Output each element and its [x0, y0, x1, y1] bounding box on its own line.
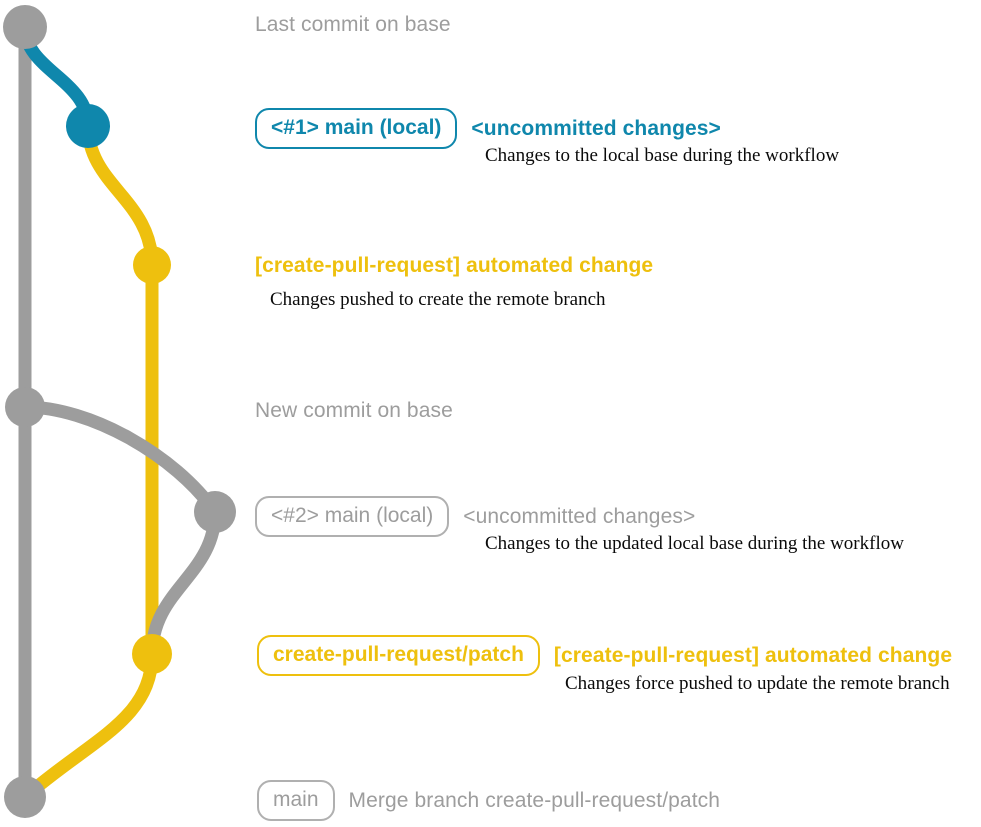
commit-node-patch-commit-2[interactable] — [132, 634, 172, 674]
commit-node-local-commit-1[interactable] — [66, 104, 110, 148]
commit-node-local-commit-2[interactable] — [194, 491, 236, 533]
commit-title-local-commit-1: <uncommitted changes> — [471, 116, 721, 140]
commit-node-patch-commit-1[interactable] — [133, 246, 171, 284]
entry-merge-commit: main Merge branch create-pull-request/pa… — [257, 780, 720, 821]
branch-pill-local-commit-2[interactable]: <#2> main (local) — [255, 496, 450, 537]
commit-node-base-head[interactable] — [3, 5, 47, 49]
commit-title-automated-change-2: [create-pull-request] automated change — [553, 643, 953, 667]
branch-line-base-to-local2 — [18, 400, 222, 519]
heading-last-commit-on-base: Last commit on base — [255, 13, 451, 36]
commit-node-base-new-commit[interactable] — [5, 387, 45, 427]
commit-title-merge-commit: Merge branch create-pull-request/patch — [348, 788, 721, 812]
commit-description-local-commit-1: Changes to the local base during the wor… — [485, 145, 840, 166]
commit-description-local-commit-2: Changes to the updated local base during… — [485, 533, 904, 554]
branch-pill-local-commit-1[interactable]: <#1> main (local) — [255, 108, 458, 149]
branch-pill-create-pull-request-patch[interactable]: create-pull-request/patch — [257, 635, 540, 676]
commit-description-automated-change-1: Changes pushed to create the remote bran… — [270, 289, 606, 310]
commit-title-local-commit-2: <uncommitted changes> — [463, 504, 696, 528]
heading-new-commit-on-base: New commit on base — [255, 399, 453, 422]
entry-automated-change-2: create-pull-request/patch [create-pull-r… — [257, 635, 952, 676]
git-branch-graph — [3, 5, 236, 818]
entry-local-commit-1: <#1> main (local) <uncommitted changes> — [255, 108, 721, 149]
commit-description-automated-change-2: Changes force pushed to update the remot… — [565, 673, 950, 694]
commit-title-automated-change-1: [create-pull-request] automated change — [255, 254, 654, 277]
entry-local-commit-2: <#2> main (local) <uncommitted changes> — [255, 496, 695, 537]
branch-pill-main[interactable]: main — [257, 780, 335, 821]
commit-node-merge-commit[interactable] — [4, 776, 46, 818]
branch-line-patch-to-merge — [18, 647, 159, 804]
